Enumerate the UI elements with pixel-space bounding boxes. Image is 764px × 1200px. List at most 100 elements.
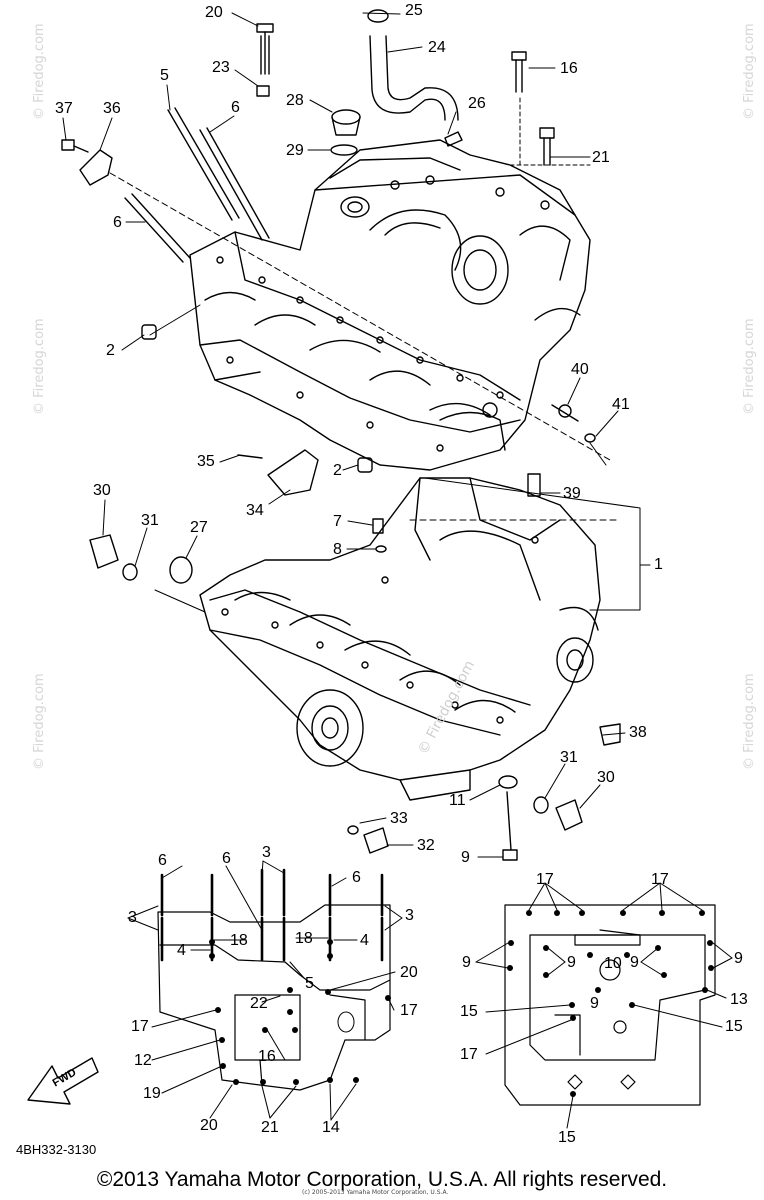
callout-39: 39 [563,485,581,502]
callout-36: 36 [103,100,121,117]
screw-35 [237,454,263,459]
callout-30-right: 30 [597,769,615,786]
bolt-16 [511,51,527,93]
bolt-20 [256,23,274,75]
rv-17-b: 17 [651,871,669,888]
rv-17-c: 17 [460,1046,478,1063]
callout-31-left: 31 [141,512,159,529]
lv-12: 12 [134,1052,152,1069]
watermark-right-2: © Firedog.com [742,318,757,415]
callout-31-right: 31 [560,749,578,766]
lv-20-a: 20 [400,964,418,981]
diagram-code: 4BH332-3130 [16,1142,97,1157]
lv-17-a: 17 [131,1018,149,1035]
callout-32: 32 [417,837,435,854]
callout-23: 23 [212,59,230,76]
breather-hose-24 [369,35,446,121]
callout-38: 38 [629,724,647,741]
lv-18-a: 18 [230,932,248,949]
switch-30a [89,534,119,569]
valve-40 [551,404,579,422]
switch-30b [555,799,583,831]
oil-seal-27 [169,556,193,584]
pin-7 [372,518,384,534]
callout-40: 40 [571,361,589,378]
o-ring-33 [347,825,359,835]
plate-34 [267,449,319,496]
lv-16: 16 [258,1048,276,1065]
bolt-21 [539,127,555,166]
rv-9-d: 9 [734,950,743,967]
rv-17-a: 17 [536,871,554,888]
lv-6-c: 6 [352,869,361,886]
lv-6-a: 6 [158,852,167,869]
rv-15-b: 15 [725,1018,743,1035]
o-ring-31b [533,796,549,814]
callout-21: 21 [592,149,610,166]
callout-41: 41 [612,396,630,413]
callout-2-upper: 2 [106,342,115,359]
lv-14: 14 [322,1119,340,1136]
callout-26: 26 [468,95,486,112]
watermark-right-1: © Firedog.com [742,23,757,120]
bolt-9 [502,791,518,861]
lower-crankcase [199,477,601,801]
rv-9-a: 9 [462,954,471,971]
callout-35: 35 [197,453,215,470]
washer-23 [256,85,270,97]
callout-2-lower: 2 [333,462,342,479]
lv-3-top: 3 [262,844,271,861]
lv-3-left: 3 [128,909,137,926]
callout-30-left: 30 [93,482,111,499]
fine-print: (c) 2005-2013 Yamaha Motor Corporation, … [302,1189,449,1196]
callout-7: 7 [333,513,342,530]
lower-case-tightening-view [504,904,716,1106]
callout-16: 16 [560,60,578,77]
callout-24: 24 [428,39,446,56]
o-ring-8 [375,545,387,553]
rv-13: 13 [730,991,748,1008]
callout-37: 37 [55,100,73,117]
washer-41 [584,433,596,443]
lv-4-b: 4 [360,932,369,949]
callout-33: 33 [390,810,408,827]
lv-21: 21 [261,1119,279,1136]
callout-29: 29 [286,142,304,159]
callout-34: 34 [246,502,264,519]
callout-28: 28 [286,92,304,109]
pipe-39 [527,473,541,497]
callout-6-top: 6 [231,99,240,116]
clip-26 [444,131,463,147]
lv-19: 19 [143,1085,161,1102]
lv-17-b: 17 [400,1002,418,1019]
callout-27: 27 [190,519,208,536]
rv-15-c: 15 [558,1129,576,1146]
rv-9-e: 9 [590,995,599,1012]
lv-5: 5 [305,975,314,992]
callout-1: 1 [654,556,663,573]
callout-6-left: 6 [113,214,122,231]
callout-11: 11 [449,792,466,809]
rv-9-b: 9 [567,954,576,971]
spacer-11 [498,775,518,789]
copyright-footer: ©2013 Yamaha Motor Corporation, U.S.A. A… [96,1168,668,1191]
watermark-right-3: © Firedog.com [742,673,757,770]
drain-plug-32 [363,827,389,854]
dowel-pin-2a [141,324,157,340]
bolt-37 [61,139,89,153]
stud-6-upper [199,127,270,241]
callout-9: 9 [461,849,470,866]
o-ring-31a [122,563,138,581]
rv-10: 10 [604,955,622,972]
bracket-38 [599,723,621,746]
stud-5 [167,107,240,221]
lv-18-b: 18 [295,930,313,947]
lv-3-right: 3 [405,907,414,924]
watermark-left-2: © Firedog.com [32,318,47,415]
watermark-left-1: © Firedog.com [32,23,47,120]
rv-15-a: 15 [460,1003,478,1020]
o-ring-29 [330,144,358,156]
upper-case-tightening-view [27,904,391,1105]
lv-20-b: 20 [200,1117,218,1134]
callout-20: 20 [205,4,223,21]
